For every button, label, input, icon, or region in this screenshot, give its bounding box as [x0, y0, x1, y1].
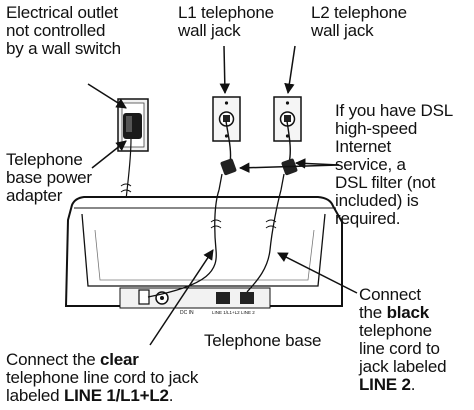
l2-wall-jack — [273, 96, 302, 142]
telephone-base-label: Telephone base — [204, 331, 322, 350]
outlet-label: Electrical outlet not controlled by a wa… — [6, 3, 121, 58]
l1-wall-jack — [212, 96, 241, 142]
telephone-base — [64, 196, 343, 309]
dsl-filter-note: If you have DSL high-speed Internet serv… — [335, 101, 453, 228]
l2-jack-label: L2 telephone wall jack — [311, 3, 407, 40]
jack-label-line2: LINE 2 — [241, 310, 255, 315]
dsl-filter-l1 — [218, 158, 237, 191]
l1-jack-label: L1 telephone wall jack — [178, 3, 274, 40]
dsl-filter-l2 — [280, 158, 298, 191]
jack-label-line1: LINE 1/L1+L2 — [212, 310, 240, 315]
line-cords — [147, 189, 282, 298]
black-cord-instruction: Connect the black telephone line cord to… — [359, 285, 447, 394]
clear-cord-instruction: Connect the clear telephone line cord to… — [6, 350, 199, 405]
power-adapter-label: Telephone base power adapter — [6, 150, 92, 205]
power-adapter — [123, 113, 142, 139]
jack-label-dc: DC IN — [180, 310, 194, 316]
callout-arrows — [87, 45, 358, 346]
